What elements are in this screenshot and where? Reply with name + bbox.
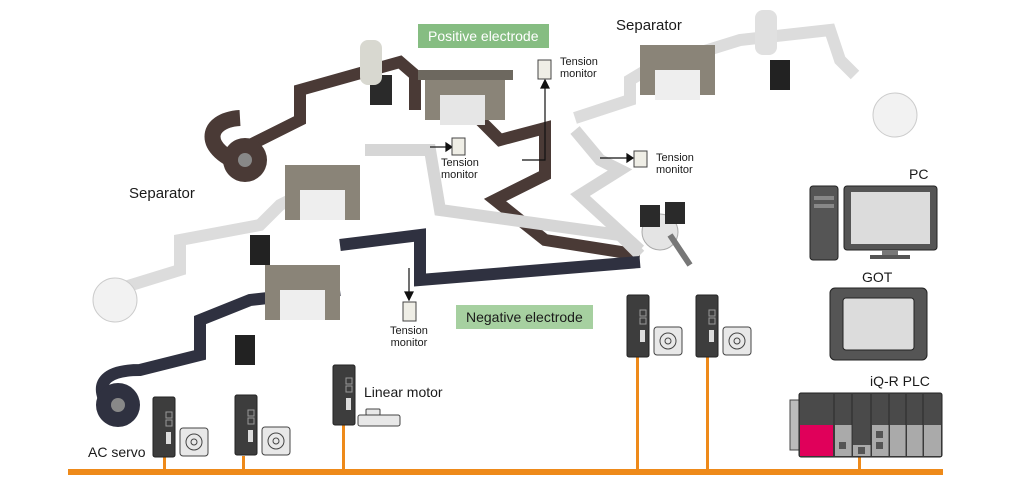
positive-electrode-label: Positive electrode bbox=[418, 24, 549, 48]
separator-top-line bbox=[570, 10, 918, 255]
positive-electrode-line bbox=[204, 40, 641, 261]
servo-amp-1 bbox=[152, 396, 176, 458]
tension-monitor-box-3 bbox=[633, 150, 648, 168]
got-icon bbox=[829, 287, 928, 361]
separator-top-reel bbox=[872, 92, 918, 138]
servo-amp-3 bbox=[626, 294, 650, 358]
servo-amp-2 bbox=[234, 394, 258, 456]
servo-motor-2 bbox=[261, 426, 291, 456]
negative-electrode-line bbox=[96, 228, 641, 427]
tension-arrows bbox=[404, 78, 635, 302]
positive-tension-unit bbox=[418, 70, 513, 125]
linear-motor bbox=[357, 408, 401, 427]
servo-motor-4 bbox=[722, 326, 752, 356]
plc-icon bbox=[789, 392, 943, 458]
linear-motor-label: Linear motor bbox=[364, 384, 443, 400]
plc-label: iQ-R PLC bbox=[870, 373, 930, 389]
separator-top-label: Separator bbox=[616, 17, 682, 34]
tension-monitor-box-2 bbox=[537, 59, 552, 80]
negative-electrode-label: Negative electrode bbox=[456, 305, 593, 329]
tension-monitor-box-1 bbox=[451, 137, 466, 156]
servo-motor-1 bbox=[179, 427, 209, 457]
got-label: GOT bbox=[862, 269, 893, 285]
separator-top-motor bbox=[770, 60, 790, 90]
separator-left-label: Separator bbox=[129, 185, 195, 202]
winding-unit bbox=[640, 202, 693, 267]
pc-label: PC bbox=[909, 166, 929, 182]
ac-servo-label: AC servo bbox=[88, 444, 146, 460]
servo-motor-3 bbox=[653, 326, 683, 356]
separator-left-line bbox=[92, 144, 645, 323]
servo-amp-4 bbox=[695, 294, 719, 358]
tension-monitor-box-4 bbox=[402, 301, 417, 322]
linear-motor-amp bbox=[332, 364, 356, 426]
pc-icon bbox=[809, 185, 938, 261]
separator-left-reel bbox=[92, 277, 138, 323]
